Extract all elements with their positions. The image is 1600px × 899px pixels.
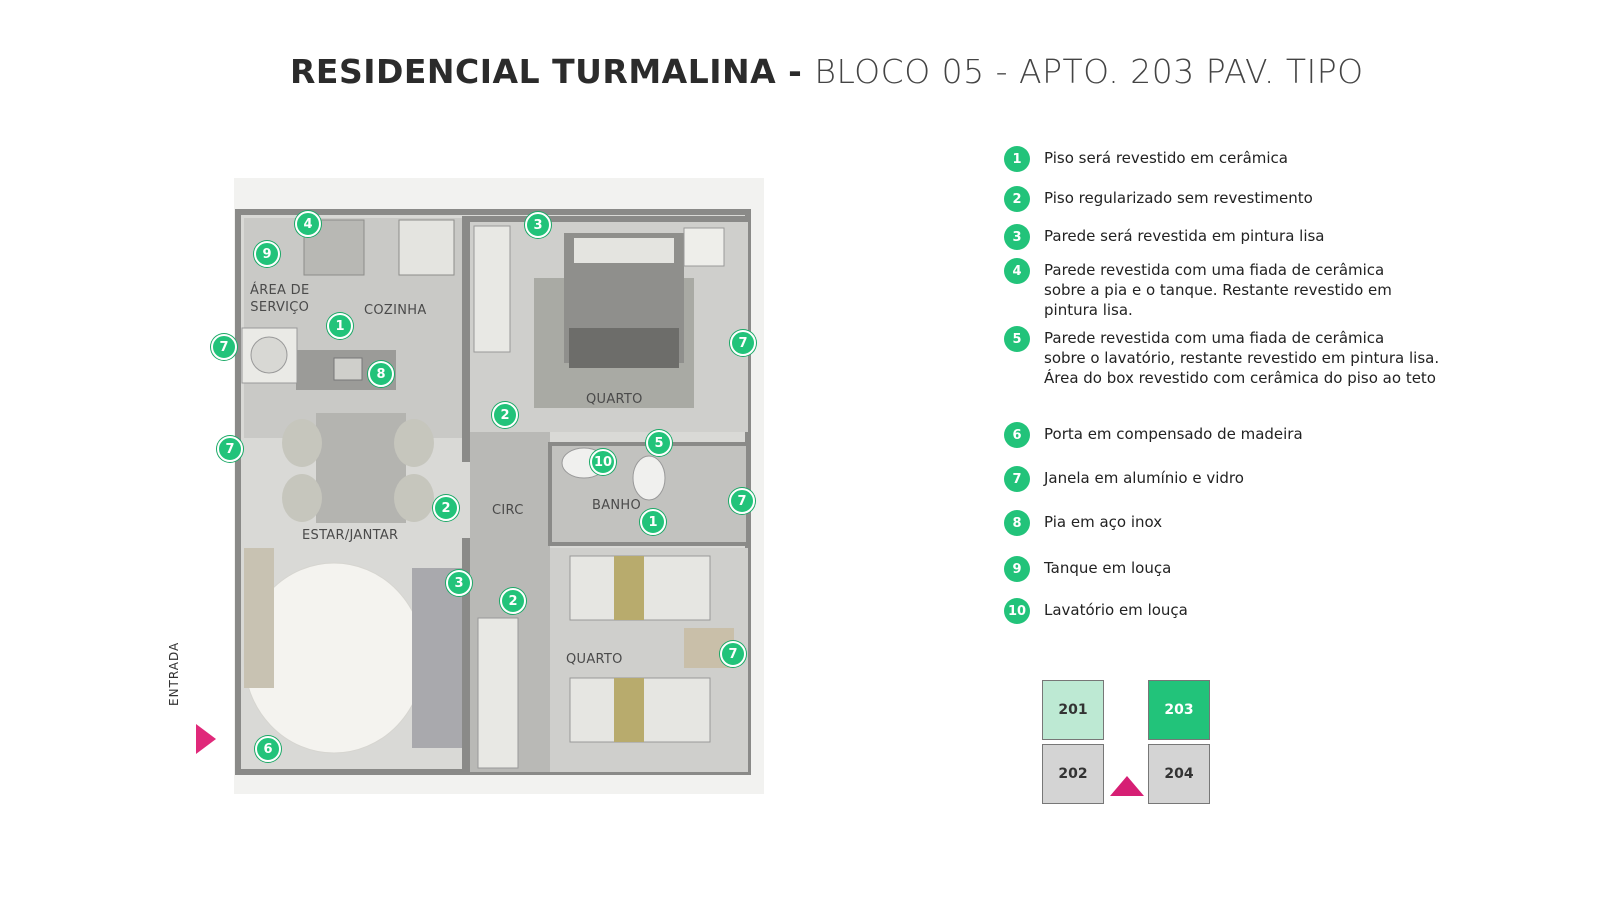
plan-marker: 7 xyxy=(729,488,755,514)
unit-204: 204 xyxy=(1148,744,1210,804)
plan-marker: 2 xyxy=(433,495,459,521)
title-bold: RESIDENCIAL TURMALINA xyxy=(290,52,777,91)
legend-number: 9 xyxy=(1004,556,1030,582)
legend-number: 4 xyxy=(1004,258,1030,284)
plan-marker: 7 xyxy=(730,330,756,356)
plan-marker: 2 xyxy=(500,588,526,614)
unit-203: 203 xyxy=(1148,680,1210,740)
legend-text: Piso será revestido em cerâmica xyxy=(1044,149,1288,167)
room-label-banho: BANHO xyxy=(592,498,642,513)
room-label-area-servico: ÁREA DE SERVIÇO xyxy=(250,283,310,315)
legend-number: 7 xyxy=(1004,466,1030,492)
room-label-quarto-1: QUARTO xyxy=(586,392,643,407)
plan-marker: 8 xyxy=(368,361,394,387)
legend-item: 4 Parede revestida com uma fiada de cerâ… xyxy=(1004,258,1454,320)
legend-text: Parede revestida com uma fiada de cerâmi… xyxy=(1044,329,1440,387)
legend-item: 8 Pia em aço inox xyxy=(1004,510,1454,536)
legend-text: Porta em compensado de madeira xyxy=(1044,425,1303,443)
room-label-cozinha: COZINHA xyxy=(364,303,427,318)
legend-text: Parede será revestida em pintura lisa xyxy=(1044,227,1325,245)
room-label-quarto-2: QUARTO xyxy=(566,652,623,667)
unit-locator: 201 203 202 204 xyxy=(1042,676,1212,808)
legend-number: 6 xyxy=(1004,422,1030,448)
floor-plan-drawing xyxy=(234,178,764,794)
legend-item: 6 Porta em compensado de madeira xyxy=(1004,422,1454,448)
legend-item: 7 Janela em alumínio e vidro xyxy=(1004,466,1454,492)
legend-number: 3 xyxy=(1004,224,1030,250)
legend-text: Piso regularizado sem revestimento xyxy=(1044,189,1313,207)
plan-marker: 2 xyxy=(492,402,518,428)
plan-marker: 9 xyxy=(254,241,280,267)
legend-text: Janela em alumínio e vidro xyxy=(1044,469,1244,487)
title-light: BLOCO 05 - APTO. 203 PAV. TIPO xyxy=(814,52,1364,91)
unit-201: 201 xyxy=(1042,680,1104,740)
floor-plan: ÁREA DE SERVIÇO COZINHA QUARTO CIRC BANH… xyxy=(211,178,764,794)
plan-marker: 1 xyxy=(640,509,666,535)
stair-arrow-icon xyxy=(1110,776,1144,796)
room-label-circ: CIRC xyxy=(492,503,524,518)
plan-marker: 3 xyxy=(446,570,472,596)
plan-marker: 5 xyxy=(646,430,672,456)
legend-number: 10 xyxy=(1004,598,1030,624)
legend-text: Lavatório em louça xyxy=(1044,601,1188,619)
entrance-arrow-icon xyxy=(196,724,216,754)
plan-marker: 7 xyxy=(720,641,746,667)
legend-item: 10 Lavatório em louça xyxy=(1004,598,1454,624)
legend-text: Tanque em louça xyxy=(1044,559,1172,577)
room-label-estar-jantar: ESTAR/JANTAR xyxy=(302,528,399,543)
page-title: RESIDENCIAL TURMALINA - BLOCO 05 - APTO.… xyxy=(290,52,1364,91)
legend-item: 3 Parede será revestida em pintura lisa xyxy=(1004,224,1454,250)
plan-marker: 6 xyxy=(255,736,281,762)
legend-text: Parede revestida com uma fiada de cerâmi… xyxy=(1044,261,1392,319)
unit-202: 202 xyxy=(1042,744,1104,804)
plan-marker: 1 xyxy=(327,313,353,339)
legend-item: 5 Parede revestida com uma fiada de cerâ… xyxy=(1004,326,1454,388)
plan-marker: 10 xyxy=(590,449,616,475)
legend-number: 1 xyxy=(1004,146,1030,172)
legend-number: 5 xyxy=(1004,326,1030,352)
legend-item: 9 Tanque em louça xyxy=(1004,556,1454,582)
legend-item: 1 Piso será revestido em cerâmica xyxy=(1004,146,1454,172)
legend-text: Pia em aço inox xyxy=(1044,513,1163,531)
plan-marker: 3 xyxy=(525,212,551,238)
legend-item: 2 Piso regularizado sem revestimento xyxy=(1004,186,1454,212)
legend-number: 2 xyxy=(1004,186,1030,212)
plan-marker: 7 xyxy=(211,334,237,360)
entrance-label: ENTRADA xyxy=(167,641,181,706)
plan-marker: 7 xyxy=(217,436,243,462)
legend-number: 8 xyxy=(1004,510,1030,536)
title-separator: - xyxy=(776,52,815,91)
plan-marker: 4 xyxy=(295,211,321,237)
